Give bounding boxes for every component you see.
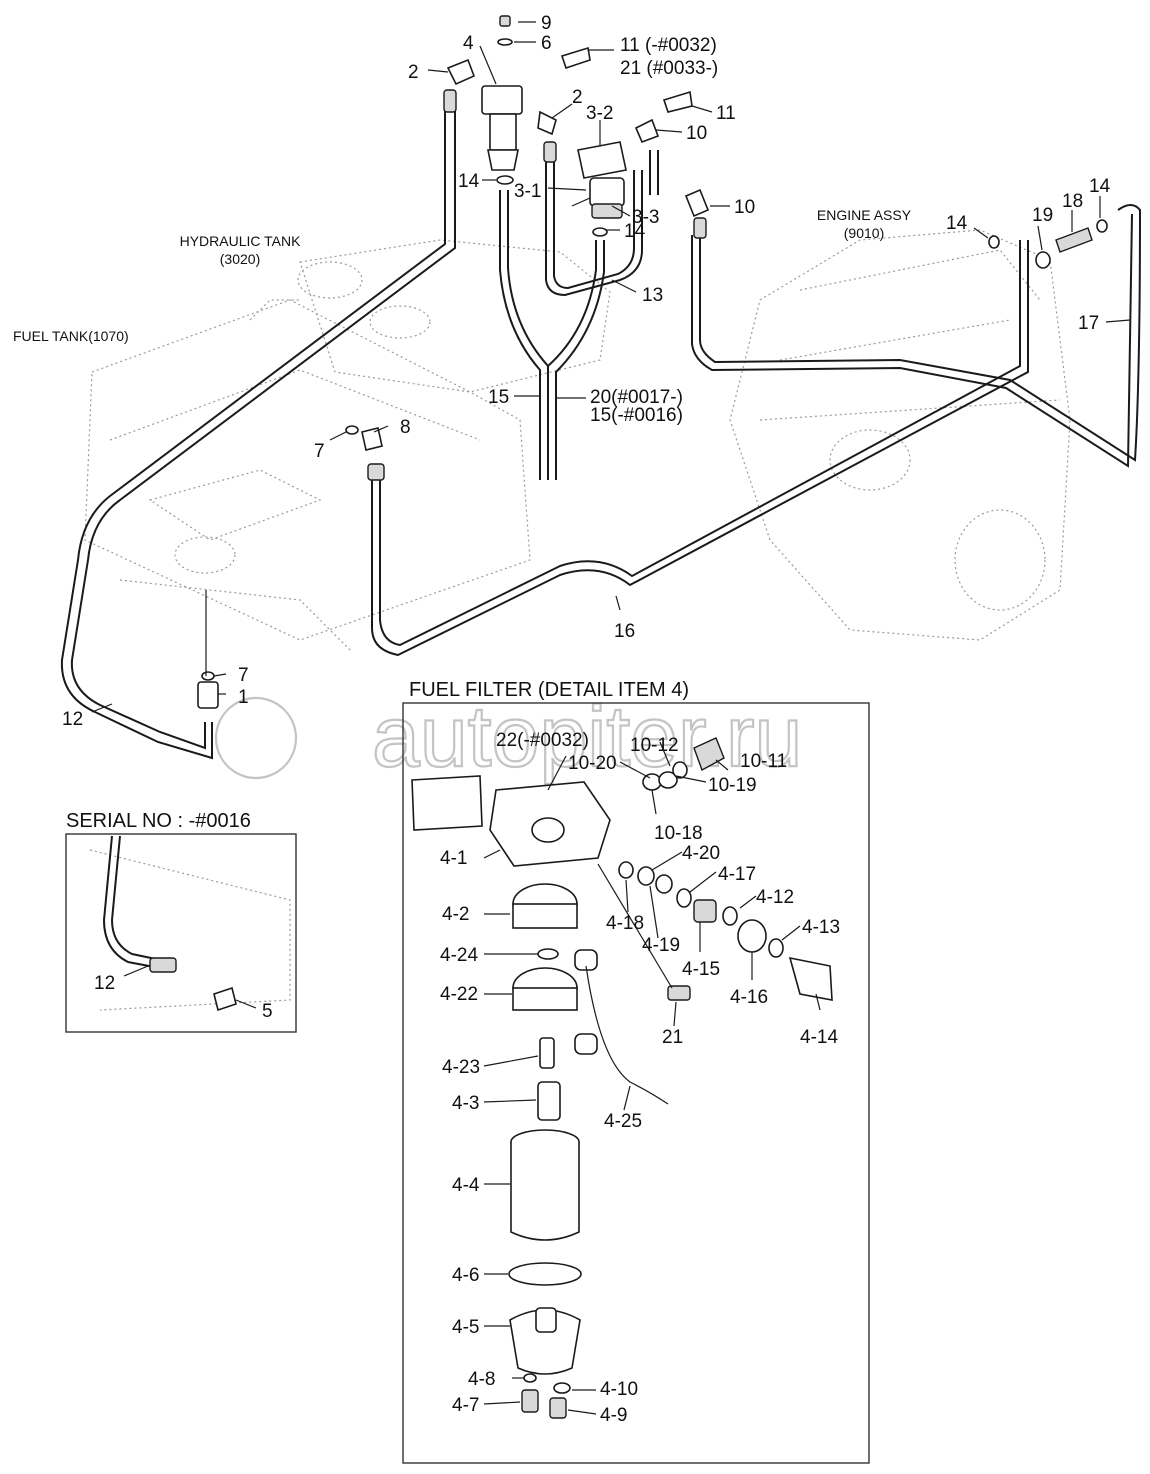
callout: 4-9 bbox=[600, 1405, 627, 1426]
callout: 4-8 bbox=[468, 1369, 495, 1390]
callout: 4-1 bbox=[440, 848, 467, 869]
callout: 14 bbox=[458, 171, 480, 192]
callout: 14 bbox=[946, 213, 968, 234]
callout: 15(-#0016) bbox=[590, 405, 683, 426]
callout: 15 bbox=[488, 387, 509, 408]
callout: 10-12 bbox=[630, 735, 679, 756]
fuel-tank-label: FUEL TANK(1070) bbox=[13, 328, 129, 344]
serial-no-title: SERIAL NO : -#0016 bbox=[66, 810, 251, 832]
callout: 13 bbox=[642, 285, 663, 306]
hose-12 bbox=[70, 110, 456, 750]
callout: 4-13 bbox=[802, 917, 840, 938]
hose-17 bbox=[699, 204, 1142, 462]
callout: 10-20 bbox=[568, 753, 617, 774]
callout: 14 bbox=[1089, 176, 1111, 197]
callout: 4-4 bbox=[452, 1175, 480, 1196]
serial-inset-drawing bbox=[89, 835, 291, 1012]
upper-fuel-filter-assembly bbox=[443, 15, 591, 185]
callout: 4-18 bbox=[606, 913, 644, 934]
callout: 10-11 bbox=[740, 751, 787, 772]
fuel-filter-detail-parts bbox=[411, 737, 833, 1419]
callout: 4 bbox=[463, 33, 474, 54]
callout-labels: 9 6 4 11 (-#0032) 21 (#0033-) 2 2 3-2 11… bbox=[62, 13, 1111, 1426]
fuel-filter-detail-title: FUEL FILTER (DETAIL ITEM 4) bbox=[409, 679, 689, 701]
serial-inset-frame bbox=[65, 833, 297, 1033]
secondary-fuel-filter-assembly bbox=[571, 90, 710, 239]
callout: 10 bbox=[686, 123, 707, 144]
callout: 2 bbox=[408, 62, 419, 83]
callout: 6 bbox=[541, 33, 552, 54]
callout: 8 bbox=[400, 417, 411, 438]
callout: 5 bbox=[262, 1001, 273, 1022]
callout: 10-19 bbox=[708, 775, 757, 796]
callout: 4-3 bbox=[452, 1093, 479, 1114]
right-fittings bbox=[988, 219, 1108, 269]
callout: 1 bbox=[238, 687, 249, 708]
leader-lines bbox=[91, 21, 1131, 1415]
engine-assy-code: (9010) bbox=[844, 225, 884, 241]
callout: 4-16 bbox=[730, 987, 768, 1008]
callout: 4-22 bbox=[440, 984, 478, 1005]
callout: 11 bbox=[716, 103, 736, 124]
engine-assy-label: ENGINE ASSY bbox=[817, 207, 912, 223]
hose-16 bbox=[371, 240, 1029, 657]
callout: 3-3 bbox=[632, 207, 659, 228]
callout: 12 bbox=[94, 973, 115, 994]
fuel-lines bbox=[60, 110, 1142, 760]
callout: 4-10 bbox=[600, 1379, 638, 1400]
callout: 4-2 bbox=[442, 904, 469, 925]
callout: 7 bbox=[238, 665, 249, 686]
callout: 19 bbox=[1032, 205, 1053, 226]
callout: 3-1 bbox=[514, 181, 541, 202]
callout: 17 bbox=[1078, 313, 1099, 334]
callout: 4-5 bbox=[452, 1317, 479, 1338]
callout: 4-24 bbox=[440, 945, 478, 966]
watermark: autopiter.ru bbox=[214, 688, 803, 786]
callout: 4-23 bbox=[442, 1057, 480, 1078]
callout: 4-12 bbox=[756, 887, 794, 908]
callout: 21 (#0033-) bbox=[620, 58, 718, 79]
hydraulic-tank-ghost bbox=[249, 239, 611, 393]
callout: 3-2 bbox=[586, 103, 613, 124]
hydraulic-tank-code: (3020) bbox=[220, 251, 260, 267]
callout: 4-7 bbox=[452, 1395, 479, 1416]
callout: 10 bbox=[734, 197, 755, 218]
callout: 7 bbox=[314, 441, 325, 462]
callout: 18 bbox=[1062, 191, 1083, 212]
callout: 4-14 bbox=[800, 1027, 838, 1048]
callout: 21 bbox=[662, 1027, 683, 1048]
callout: 11 (-#0032) bbox=[620, 35, 717, 56]
hose-15 bbox=[499, 190, 541, 480]
callout: 4-20 bbox=[682, 843, 720, 864]
callout: 9 bbox=[541, 13, 552, 34]
callout: 16 bbox=[614, 621, 635, 642]
callout: 2 bbox=[572, 87, 583, 108]
watermark-text: autopiter.ru bbox=[372, 689, 802, 785]
hydraulic-tank-label: HYDRAULIC TANK bbox=[180, 233, 302, 249]
callout: 4-15 bbox=[682, 959, 720, 980]
mid-fittings bbox=[197, 425, 385, 709]
callout: 20(#0017-) bbox=[590, 387, 683, 408]
callout: 14 bbox=[624, 221, 646, 242]
fuel-tank-ghost bbox=[84, 299, 531, 651]
callout: 10-18 bbox=[654, 823, 703, 844]
hose-13 bbox=[545, 150, 643, 297]
callout: 4-19 bbox=[642, 935, 680, 956]
fuel-filter-detail-frame bbox=[402, 702, 870, 1464]
callout: 12 bbox=[62, 709, 83, 730]
callout: 22(-#0032) bbox=[496, 730, 589, 751]
engine-assy-ghost bbox=[729, 229, 1071, 641]
callout: 4-25 bbox=[604, 1111, 642, 1132]
callout: 4-6 bbox=[452, 1265, 479, 1286]
callout: 4-17 bbox=[718, 864, 756, 885]
